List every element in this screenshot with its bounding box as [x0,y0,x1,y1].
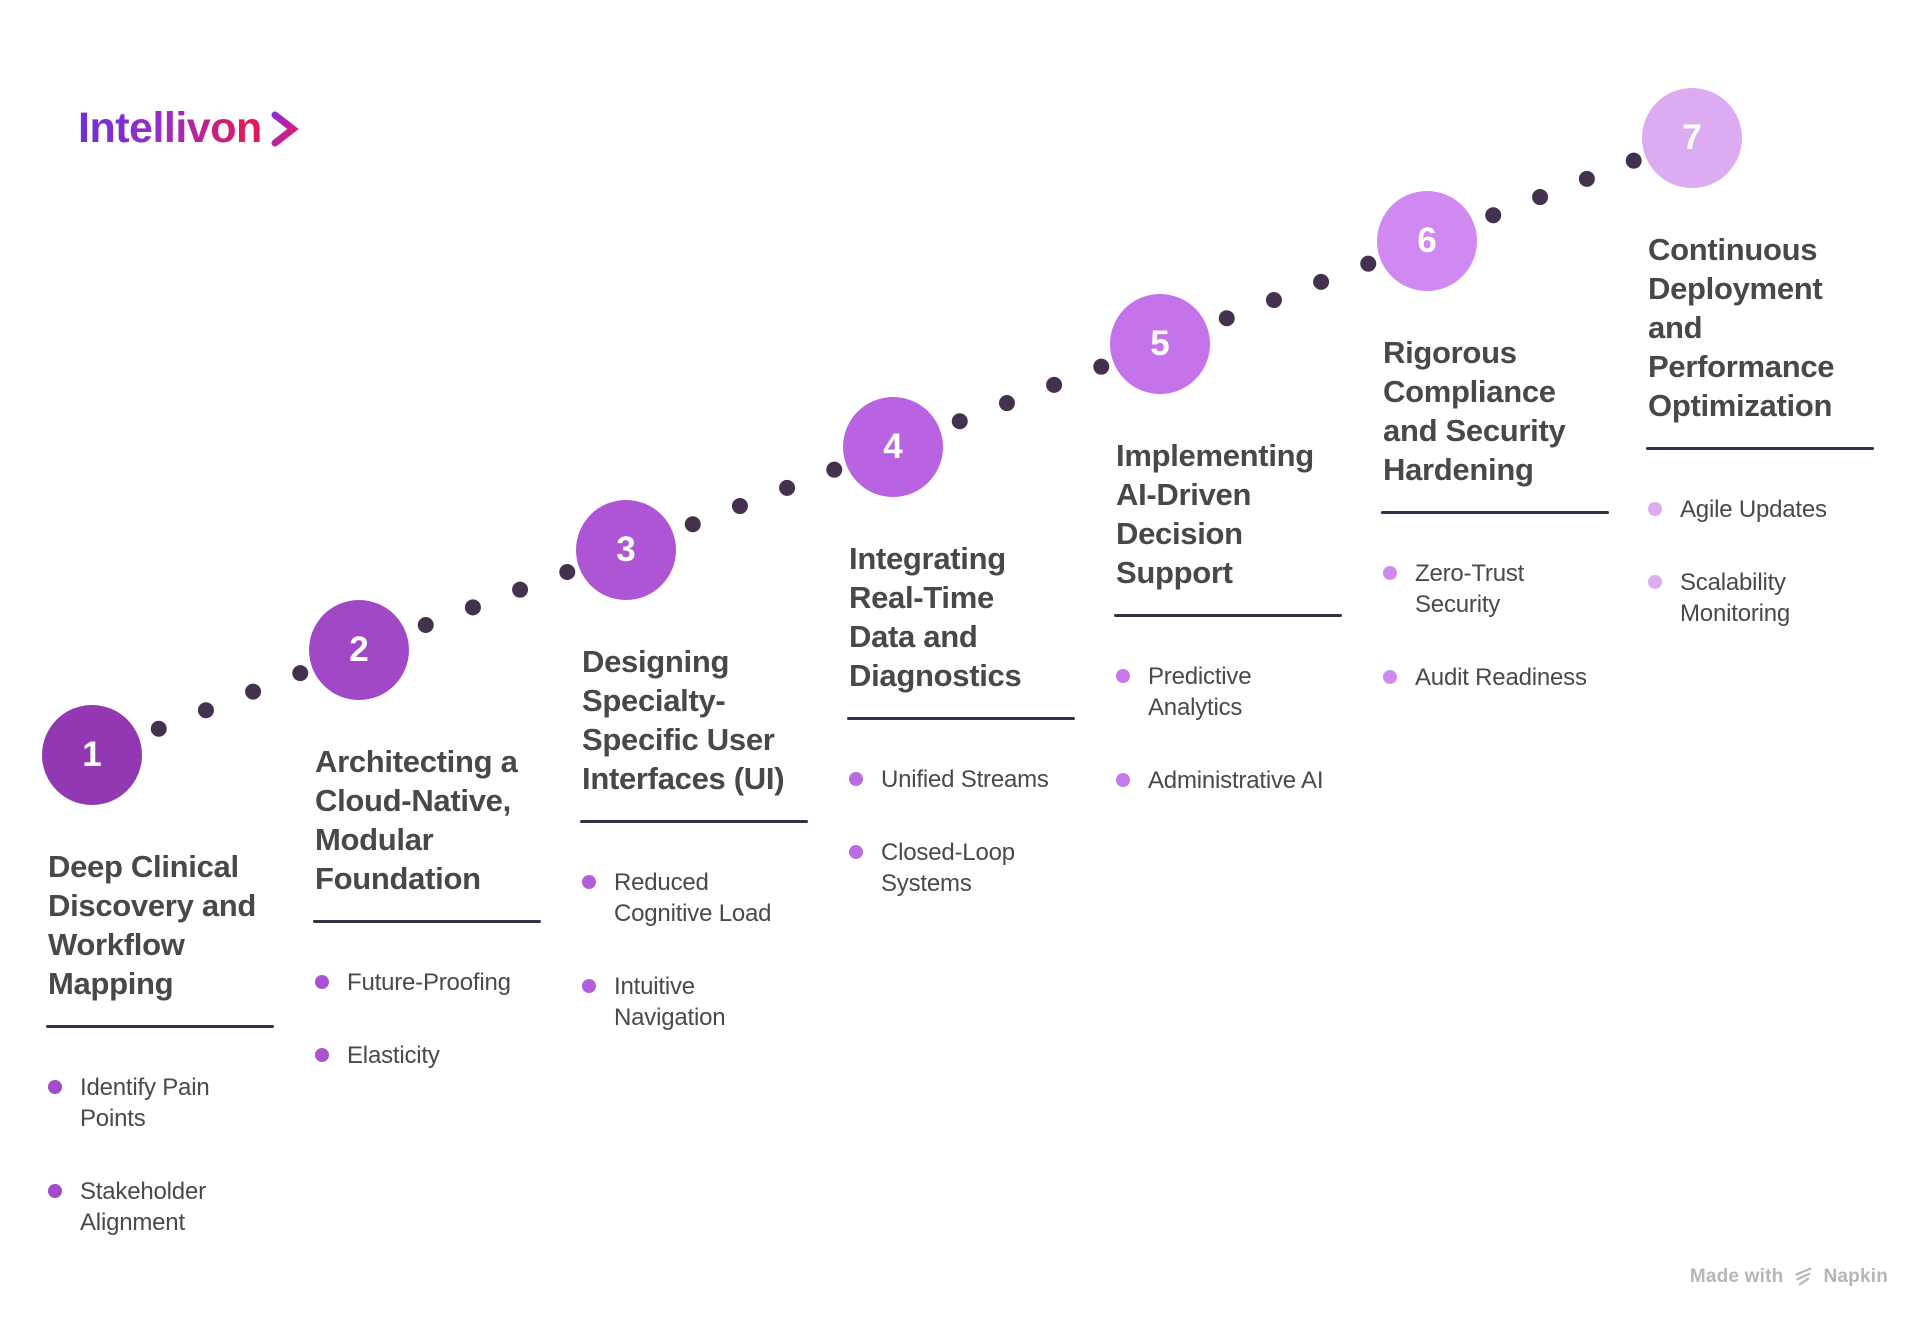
step-divider [46,1025,274,1028]
watermark-brand: Napkin [1823,1266,1888,1287]
step-column: Implementing AI-Driven Decision Support … [1114,436,1342,838]
step-number: 7 [1682,118,1702,157]
intellivon-logo: Intellivon [78,104,302,153]
bullet-dot-icon [1648,502,1662,516]
bullet-label: Future-Proofing [347,969,511,996]
step-bullets: Unified Streams Closed-Loop Systems [849,764,1061,899]
bullet-item: Administrative AI [1116,765,1328,796]
bullet-item: Intuitive Navigation [582,971,794,1033]
bullet-label: Reduced Cognitive Load [614,869,772,927]
logo-chevron-icon [271,111,299,146]
step-number: 3 [616,530,636,569]
logo-text: Intellivon [78,104,262,152]
napkin-logo-icon [1795,1267,1812,1286]
step-title: Rigorous Compliance and Security Hardeni… [1383,335,1566,487]
bullet-dot-icon [315,975,329,989]
step-number: 2 [349,630,369,669]
step-number: 5 [1150,324,1170,363]
bullet-dot-icon [1648,575,1662,589]
step-bullets: Reduced Cognitive Load Intuitive Navigat… [582,867,794,1033]
bullet-dot-icon [1116,669,1130,683]
step-number: 6 [1417,221,1437,260]
bullet-dot-icon [849,772,863,786]
step-circle: 7 [1642,88,1742,188]
step-column: Designing Specialty-Specific User Interf… [580,642,808,1075]
bullet-item: Agile Updates [1648,494,1860,525]
step-bullets: Predictive Analytics Administrative AI [1116,661,1328,796]
step-title: Implementing AI-Driven Decision Support [1116,438,1314,590]
step-title: Architecting a Cloud-Native, Modular Fou… [315,744,518,896]
bullet-item: Future-Proofing [315,967,527,998]
bullet-label: Scalability Monitoring [1680,569,1791,627]
bullet-item: Identify Pain Points [48,1072,260,1134]
bullet-item: Audit Readiness [1383,662,1595,693]
step-circle: 6 [1377,191,1477,291]
bullet-item: Closed-Loop Systems [849,837,1061,899]
bullet-item: Scalability Monitoring [1648,567,1860,629]
bullet-label: Closed-Loop Systems [881,839,1015,897]
step-circle: 5 [1110,294,1210,394]
step-divider [847,717,1075,720]
bullet-dot-icon [1383,566,1397,580]
watermark: Made with Napkin [1690,1266,1888,1288]
bullet-item: Elasticity [315,1040,527,1071]
bullet-dot-icon [48,1184,62,1198]
bullet-dot-icon [48,1080,62,1094]
step-divider [1646,447,1874,450]
step-divider [313,920,541,923]
step-title: Integrating Real-Time Data and Diagnosti… [849,541,1022,693]
step-column: Deep Clinical Discovery and Workflow Map… [46,847,274,1280]
bullet-label: Stakeholder Alignment [80,1178,206,1236]
bullet-item: Zero-Trust Security [1383,558,1595,620]
step-divider [1114,614,1342,617]
step-divider [580,820,808,823]
bullet-dot-icon [582,979,596,993]
bullet-label: Agile Updates [1680,496,1827,523]
step-divider [1381,511,1609,514]
step-bullets: Zero-Trust Security Audit Readiness [1383,558,1595,693]
bullet-dot-icon [1383,670,1397,684]
bullet-label: Administrative AI [1148,767,1324,794]
step-title: Continuous Deployment and Performance Op… [1648,232,1835,423]
step-circle: 2 [309,600,409,700]
bullet-label: Intuitive Navigation [614,973,726,1031]
step-title: Deep Clinical Discovery and Workflow Map… [48,849,257,1001]
step-column: Integrating Real-Time Data and Diagnosti… [847,539,1075,941]
bullet-dot-icon [1116,773,1130,787]
bullet-item: Reduced Cognitive Load [582,867,794,929]
bullet-label: Zero-Trust Security [1415,560,1525,618]
step-title: Designing Specialty-Specific User Interf… [582,644,785,796]
step-bullets: Agile Updates Scalability Monitoring [1648,494,1860,629]
bullet-label: Elasticity [347,1042,440,1069]
bullet-label: Predictive Analytics [1148,663,1252,721]
step-circle: 4 [843,397,943,497]
watermark-text: Made with [1689,1266,1784,1287]
bullet-dot-icon [315,1048,329,1062]
bullet-item: Stakeholder Alignment [48,1176,260,1238]
step-column: Architecting a Cloud-Native, Modular Fou… [313,742,541,1113]
bullet-label: Identify Pain Points [80,1074,210,1132]
step-circle: 3 [576,500,676,600]
step-number: 1 [82,735,102,774]
step-number: 4 [883,427,903,466]
bullet-dot-icon [849,845,863,859]
bullet-label: Unified Streams [881,766,1049,793]
step-circle: 1 [42,705,142,805]
step-column: Rigorous Compliance and Security Hardeni… [1381,333,1609,735]
bullet-dot-icon [582,875,596,889]
bullet-item: Unified Streams [849,764,1061,795]
bullet-label: Audit Readiness [1415,664,1587,691]
step-bullets: Future-Proofing Elasticity [315,967,527,1071]
step-column: Continuous Deployment and Performance Op… [1646,230,1874,671]
bullet-item: Predictive Analytics [1116,661,1328,723]
step-bullets: Identify Pain Points Stakeholder Alignme… [48,1072,260,1238]
